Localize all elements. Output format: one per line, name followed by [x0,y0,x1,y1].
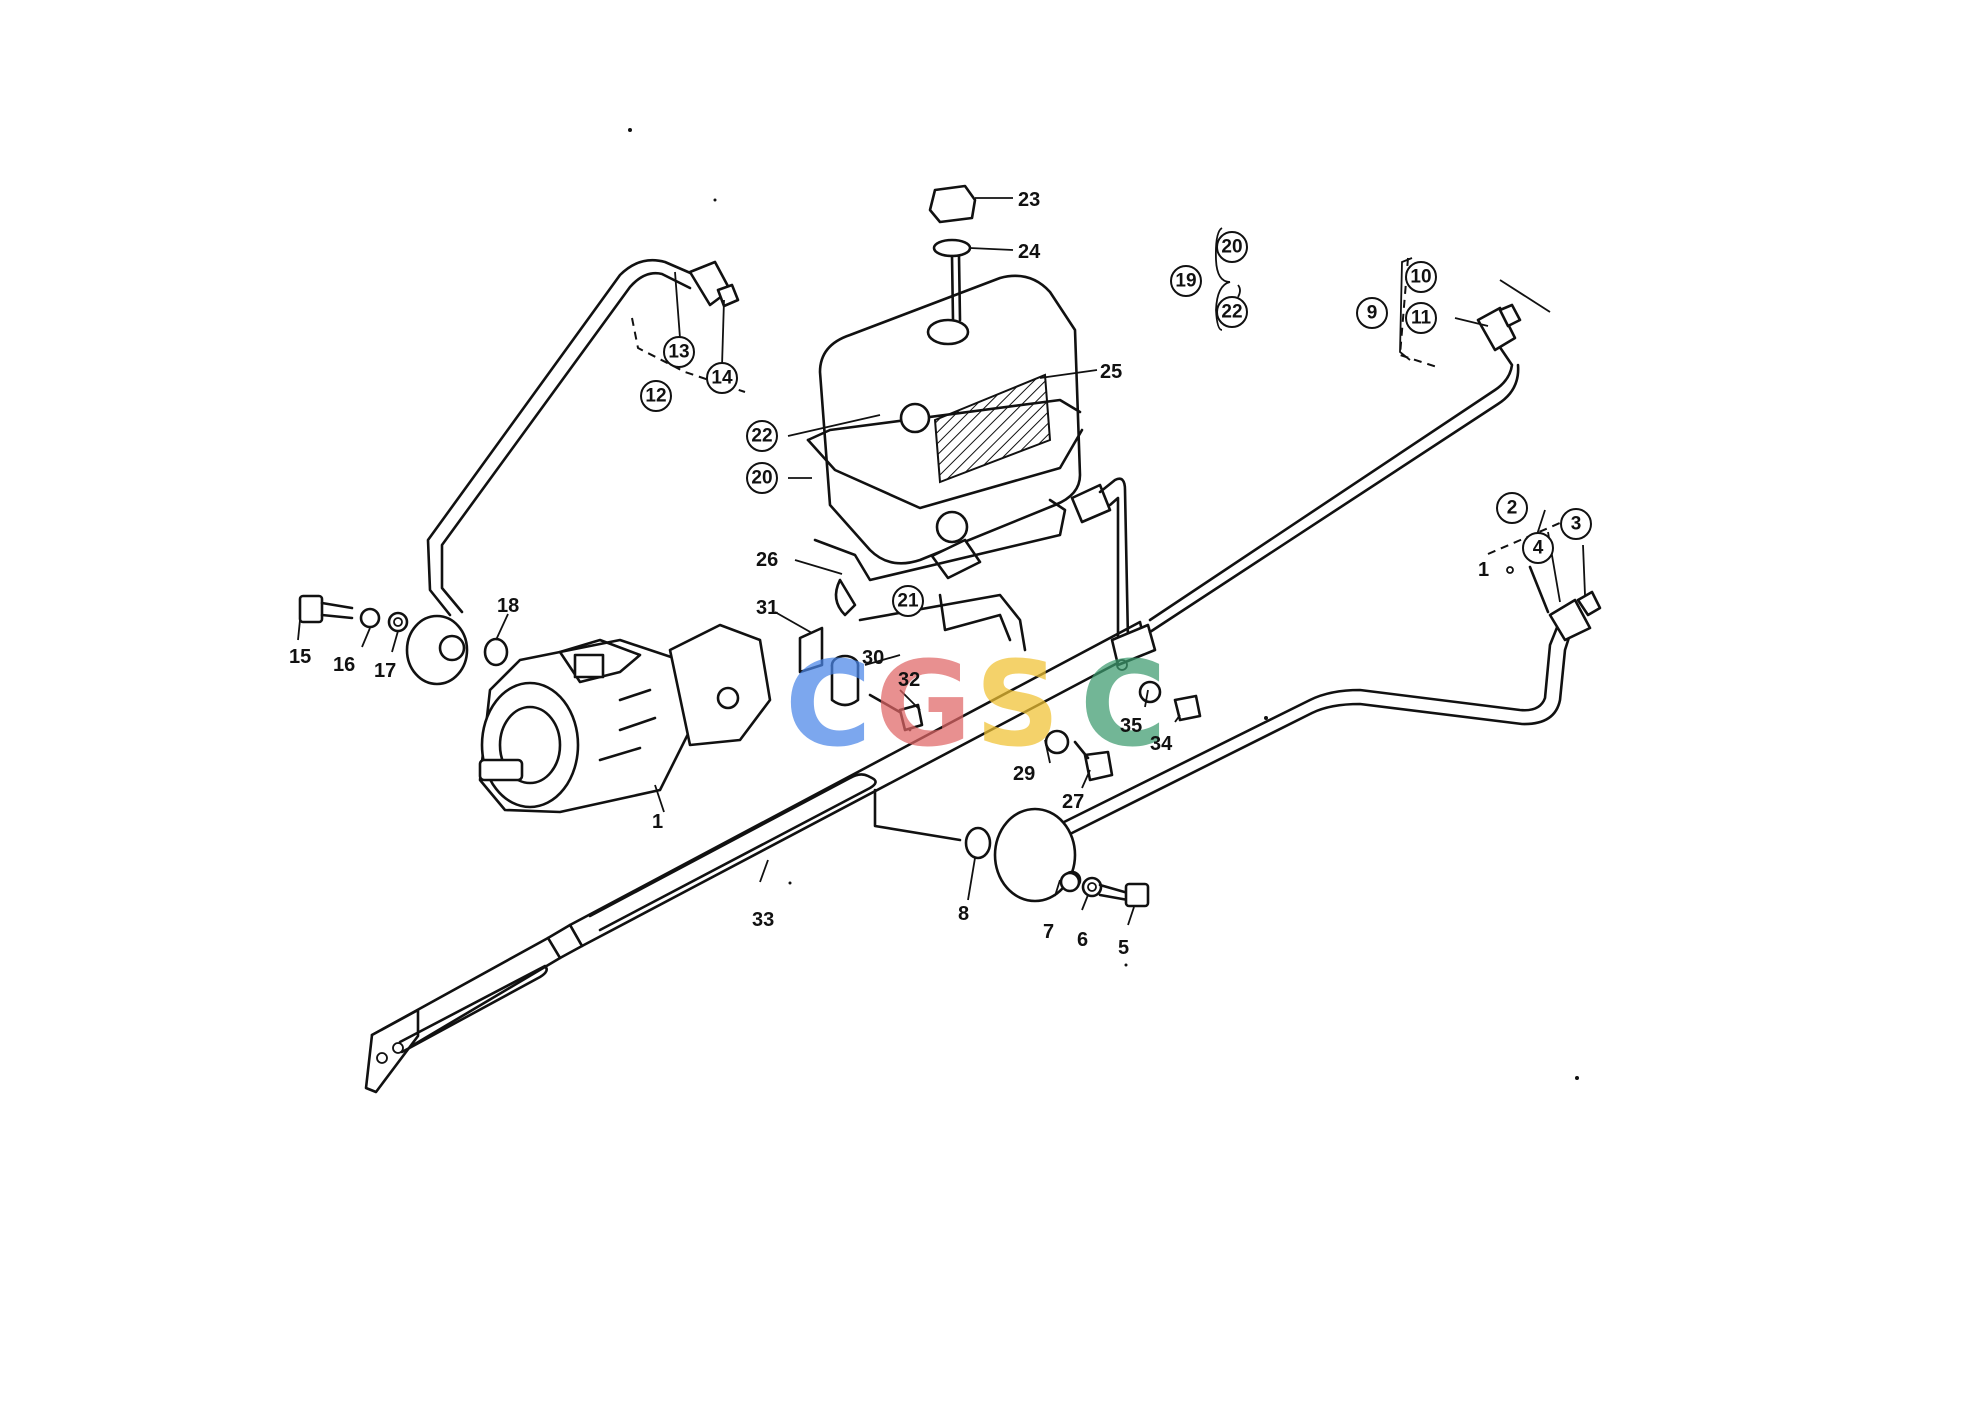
hydraulic-pump [478,623,772,814]
small-parts-right [1044,659,1202,782]
pipe-upper-right [1148,257,1522,634]
circled-label-22-tank: 22 [746,420,778,452]
svg-text:2: 2 [1507,498,1518,519]
label-7: 7 [1043,921,1054,943]
label-29: 29 [1013,763,1035,785]
circled-label-12: 12 [640,380,672,412]
label-26: 26 [756,549,778,571]
watermark-letter-2: G [875,635,972,773]
label-27: 27 [1062,791,1084,813]
watermark: C G S C [785,635,1167,773]
circled-label-13: 13 [663,336,695,368]
watermark-letter-4: C [1080,635,1167,773]
label-34: 34 [1150,733,1173,755]
label-31: 31 [756,597,778,619]
label-35: 35 [1120,715,1142,737]
label-30: 30 [862,647,884,669]
svg-text:3: 3 [1571,514,1582,535]
label-33: 33 [752,909,774,931]
label-25: 25 [1100,361,1122,383]
label-32: 32 [898,669,920,691]
circled-label-22: 22 [1216,296,1248,328]
svg-text:12: 12 [645,386,666,407]
lower-flange [873,788,1150,908]
circled-label-2: 2 [1496,492,1528,524]
circled-label-9: 9 [1356,297,1388,329]
label-6: 6 [1077,929,1088,951]
svg-text:9: 9 [1367,303,1378,324]
pipe-lower-right [1056,509,1602,840]
label-15: 15 [289,646,311,668]
circled-label-20-tank: 20 [746,462,778,494]
label-1b: 1 [1478,559,1489,581]
label-24: 24 [1018,241,1041,263]
svg-text:11: 11 [1411,308,1432,329]
reservoir-tank [806,274,1084,652]
small-parts-center [798,626,924,732]
scan-specks [628,128,1579,1080]
svg-text:10: 10 [1410,267,1431,288]
svg-text:22: 22 [1221,302,1242,323]
label-8: 8 [958,903,969,925]
mounting-bar [364,620,1148,1094]
svg-text:20: 20 [751,468,772,489]
label-1a: 1 [652,811,663,833]
svg-text:20: 20 [1221,237,1242,258]
watermark-letter-3: S [975,635,1060,773]
tank-fittings [1070,477,1157,667]
left-fasteners [298,594,509,667]
svg-text:22: 22 [751,426,772,447]
watermark-letter-1: C [785,635,872,773]
svg-text:13: 13 [668,342,689,363]
circled-label-14: 14 [706,362,738,394]
circled-label-4: 4 [1522,532,1554,564]
label-16: 16 [333,654,355,676]
svg-text:14: 14 [711,368,733,389]
circled-label-20: 20 [1216,231,1248,263]
circled-label-10: 10 [1405,261,1437,293]
label-18: 18 [497,595,519,617]
svg-text:4: 4 [1533,538,1544,559]
pipe-upper-left [405,258,746,686]
circled-label-21: 21 [892,585,924,617]
circled-label-11: 11 [1405,302,1437,334]
part-labels: 23 24 25 26 31 30 32 18 15 16 17 1 33 8 … [289,189,1489,959]
label-23: 23 [1018,189,1040,211]
label-17: 17 [374,660,396,682]
svg-text:21: 21 [897,591,919,612]
circled-label-3: 3 [1560,508,1592,540]
circled-labels: 13 14 12 22 20 21 19 20 22 10 9 11 2 3 4 [640,231,1592,617]
label-5: 5 [1118,937,1129,959]
svg-text:19: 19 [1175,271,1196,292]
circled-label-19: 19 [1170,265,1202,297]
